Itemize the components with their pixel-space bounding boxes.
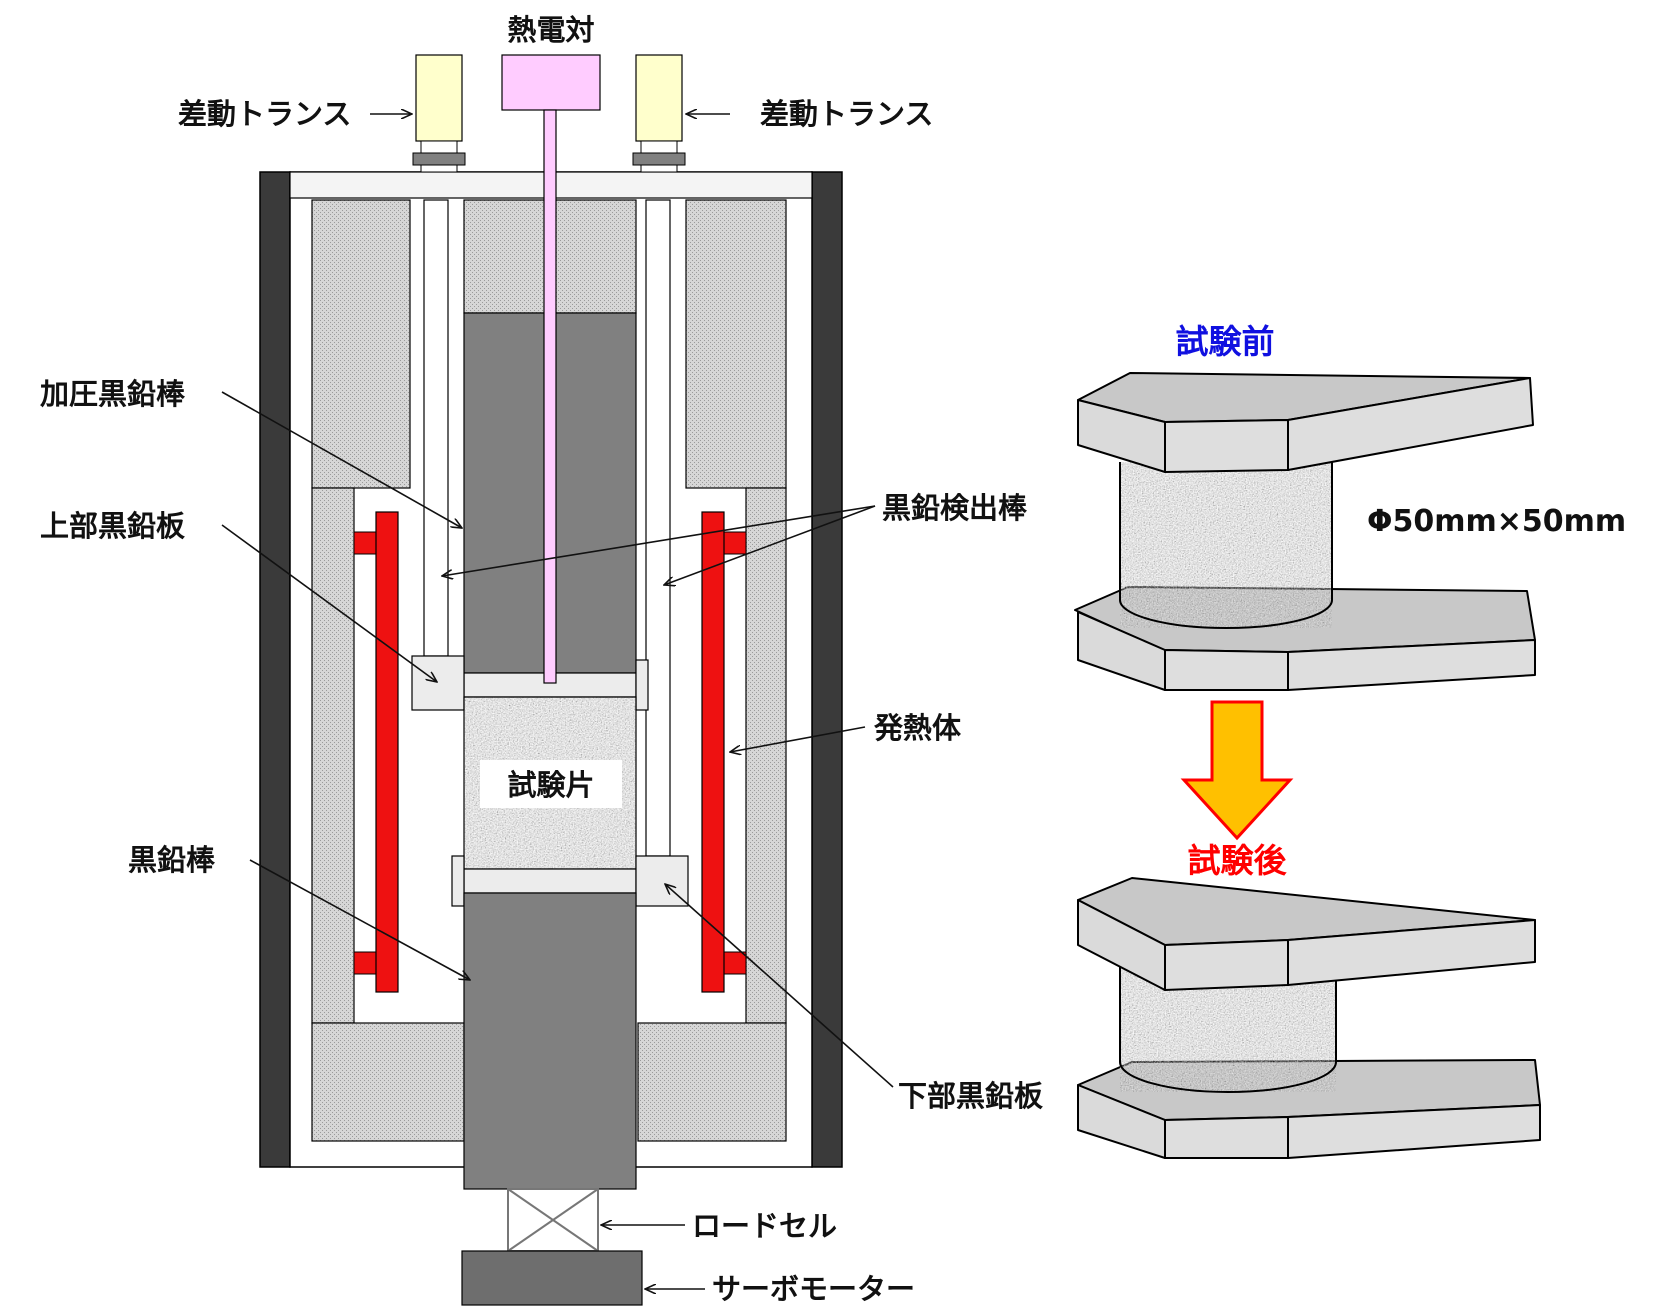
- outer-shell-left: [259, 171, 291, 1168]
- label-pressure-rod: 加圧黒鉛棒: [40, 377, 186, 411]
- arrow-detector-right: [664, 505, 876, 585]
- graphite-rod: [463, 892, 637, 1190]
- top-platen-before: [1077, 372, 1534, 473]
- insulation-bottom-right: [637, 1022, 787, 1142]
- lower-graphite-plate: [463, 868, 637, 894]
- label-servo-motor: サーボモーター: [712, 1272, 915, 1306]
- label-specimen: 試験片: [507, 768, 594, 802]
- upper-plate-tab-right: [635, 659, 649, 711]
- insulation-bottom-left: [311, 1022, 465, 1142]
- labels: 熱電対 差動トランス 差動トランス 加圧黒鉛棒 上部黒鉛板 黒鉛検出棒 発熱体 …: [40, 13, 1044, 1306]
- thermocouple-rod: [543, 109, 557, 684]
- upper-plate-block-left: [411, 655, 465, 711]
- lvdt-right: [632, 54, 686, 173]
- arrow-pressure-rod: [221, 391, 462, 528]
- outer-shell-right: [811, 171, 843, 1168]
- heater-right: [701, 511, 747, 993]
- lower-plate-block-right: [635, 855, 689, 907]
- insulation-top-right: [685, 199, 787, 489]
- thermocouple-head: [501, 54, 601, 111]
- label-detector-rods: 黒鉛検出棒: [882, 491, 1028, 525]
- label-thermocouple: 熱電対: [507, 13, 594, 47]
- lower-plate-tab-left: [451, 855, 465, 907]
- label-lvdt-right: 差動トランス: [760, 97, 933, 131]
- insulation-side-left: [311, 487, 355, 1024]
- furnace: [259, 54, 843, 1306]
- label-heater: 発熱体: [873, 711, 962, 745]
- label-lower-plate: 下部黒鉛板: [898, 1079, 1044, 1113]
- label-lvdt-left: 差動トランス: [178, 97, 351, 131]
- cylinder-before: [1119, 462, 1333, 629]
- lvdt-left: [412, 54, 466, 173]
- arrow-graphite-rod: [249, 859, 470, 980]
- leader-lines: [221, 114, 894, 1289]
- label-load-cell: ロードセル: [692, 1209, 837, 1243]
- top-platen-after: [1077, 877, 1536, 991]
- insulation-side-right: [745, 487, 787, 1024]
- arrow-lower-plate: [665, 884, 894, 1088]
- servo-motor: [461, 1250, 643, 1306]
- arrow-heater: [730, 726, 866, 752]
- heater-left: [353, 511, 399, 993]
- label-graphite-rod: 黒鉛棒: [128, 843, 216, 877]
- label-upper-plate: 上部黒鉛板: [40, 509, 186, 543]
- detector-rod-right: [645, 199, 671, 857]
- specimen-label-box: [480, 760, 622, 808]
- title-before-test: 試験前: [1176, 322, 1275, 361]
- label-specimen-size: Φ50mm×50mm: [1367, 504, 1626, 539]
- load-cell: [507, 1188, 599, 1252]
- down-arrow: [1180, 700, 1294, 841]
- after-test-illustration: 試験後: [1077, 841, 1541, 1159]
- arrow-detector-left: [442, 505, 876, 576]
- insulation-top-left: [311, 199, 411, 489]
- title-after-test: 試験後: [1188, 841, 1288, 880]
- arrow-upper-plate: [221, 524, 437, 682]
- detector-rod-left: [423, 199, 449, 657]
- before-test-illustration: 試験前 Φ50mm×50mm: [1074, 322, 1626, 691]
